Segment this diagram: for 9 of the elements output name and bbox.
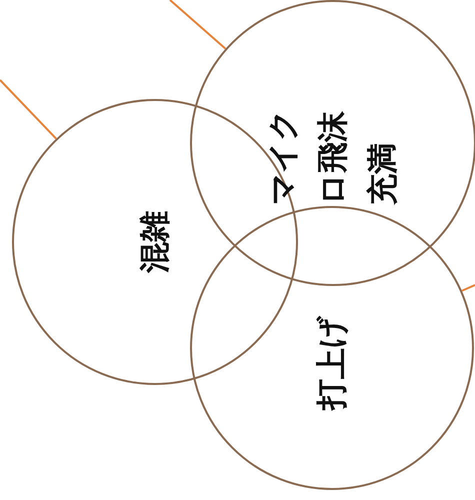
venn-circle bbox=[190, 206, 474, 490]
leader-line bbox=[169, 0, 226, 50]
venn-circle bbox=[190, 0, 475, 286]
leader-line bbox=[0, 79, 57, 140]
venn-circle bbox=[12, 99, 298, 385]
circle-label: マイクロ飛沫充満 bbox=[264, 108, 402, 205]
leader-line bbox=[462, 284, 475, 292]
circle-label: 打上げ bbox=[313, 314, 351, 410]
circle-label: 混雑 bbox=[136, 211, 174, 273]
